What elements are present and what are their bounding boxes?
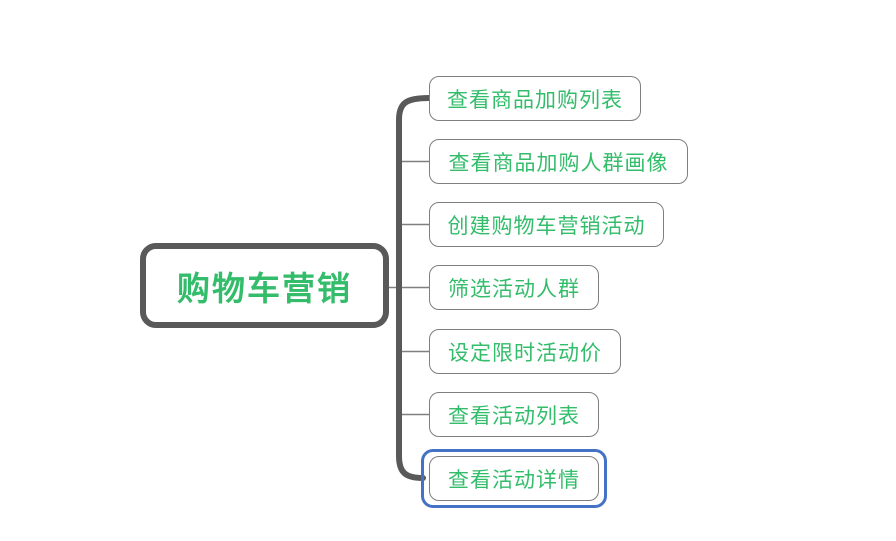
mindmap-node-view-product-addcart-list[interactable]: 查看商品加购列表 [429,76,641,121]
mindmap-node-view-campaign-detail-selected[interactable]: 查看活动详情 [429,456,599,501]
mindmap-node-view-campaign-list[interactable]: 查看活动列表 [429,392,599,437]
mindmap-node-set-limited-time-price[interactable]: 设定限时活动价 [429,329,621,374]
root-node-shopping-cart-marketing[interactable]: 购物车营销 [140,243,389,328]
connector-trunk [396,95,432,481]
mindmap-node-view-addcart-audience-profile[interactable]: 查看商品加购人群画像 [429,139,688,184]
mindmap-node-filter-campaign-audience[interactable]: 筛选活动人群 [429,265,599,310]
mindmap-node-create-cart-marketing-campaign[interactable]: 创建购物车营销活动 [429,202,664,247]
selection-ring [421,449,607,508]
